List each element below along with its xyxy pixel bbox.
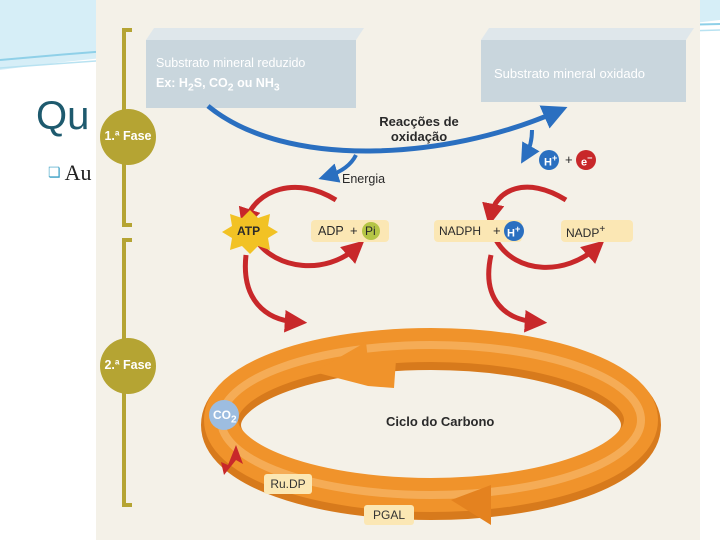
chemosynthesis-figure: 1.ª Fase 2.ª Fase Substrato mineral redu…: [96, 0, 700, 540]
carbon-cycle-label: Ciclo do Carbono: [386, 414, 495, 429]
h-e-plus: +: [565, 152, 573, 167]
rudp-label: Ru.DP: [270, 477, 306, 491]
nadph-h-plus-label: H+: [507, 224, 521, 240]
nadph-use-arrow-2: [493, 238, 605, 270]
oxidation-arrow: [206, 104, 568, 154]
reduced-substrate-examples: Ex: H2S, CO2 ou NH3: [156, 76, 280, 94]
nadph-use-arrow-1: [486, 254, 548, 333]
nadp-to-nadph-arrow: [482, 184, 568, 227]
energy-arrow: [318, 154, 358, 183]
bullet-text: Au: [64, 160, 92, 185]
nadph-plus: +: [493, 223, 501, 238]
atp-burst: [222, 210, 278, 254]
reduced-substrate-label: Substrato mineral reduzido: [156, 56, 306, 70]
pgal-tag: [364, 505, 414, 525]
cycle-arrowhead-bottom: [451, 485, 491, 525]
atp-label: ATP: [237, 224, 261, 238]
nadph-label: NADPH: [439, 224, 482, 238]
co2-label: CO2: [213, 408, 237, 426]
nadp-label: NADP+: [566, 224, 606, 240]
co2-ball: [209, 400, 239, 430]
phase2-label: 2.ª Fase: [104, 358, 152, 372]
oxidized-substrate-label: Substrato mineral oxidado: [494, 66, 646, 81]
atp-use-arrow-2: [253, 238, 365, 269]
oxidation-label: Reacções de oxidação: [379, 114, 459, 144]
co2-red-arrow: [221, 445, 243, 475]
reduced-substrate-box: [146, 40, 356, 108]
adp-plus: +: [350, 223, 358, 238]
h-plus-label: H+: [544, 153, 558, 169]
bullet-item: ❏ Au: [48, 160, 91, 186]
electron-arrow: [521, 129, 540, 164]
bullet-icon: ❏: [48, 165, 61, 181]
pgal-label: PGAL: [372, 508, 405, 522]
phase2-circle: [100, 338, 156, 394]
diagram-graphics: [96, 0, 700, 540]
energy-label: Energia: [342, 172, 386, 186]
atp-use-arrow-1: [242, 254, 308, 333]
nadp-tag: [561, 220, 633, 242]
h-plus-ball: [539, 150, 559, 170]
phase1-label: 1.ª Fase: [104, 129, 152, 143]
cycle-arrowhead-top: [314, 342, 396, 388]
e-minus-label: e−: [581, 153, 593, 169]
rudp-tag: [264, 474, 312, 494]
slide-title: Qu: [36, 94, 90, 138]
e-minus-ball: [576, 150, 596, 170]
oxidized-substrate-box: [481, 40, 686, 102]
nadph-tag: [434, 220, 522, 242]
phase1-circle: [100, 109, 156, 165]
pi-label: Pi: [365, 224, 376, 238]
adp-label: ADP: [318, 224, 344, 238]
